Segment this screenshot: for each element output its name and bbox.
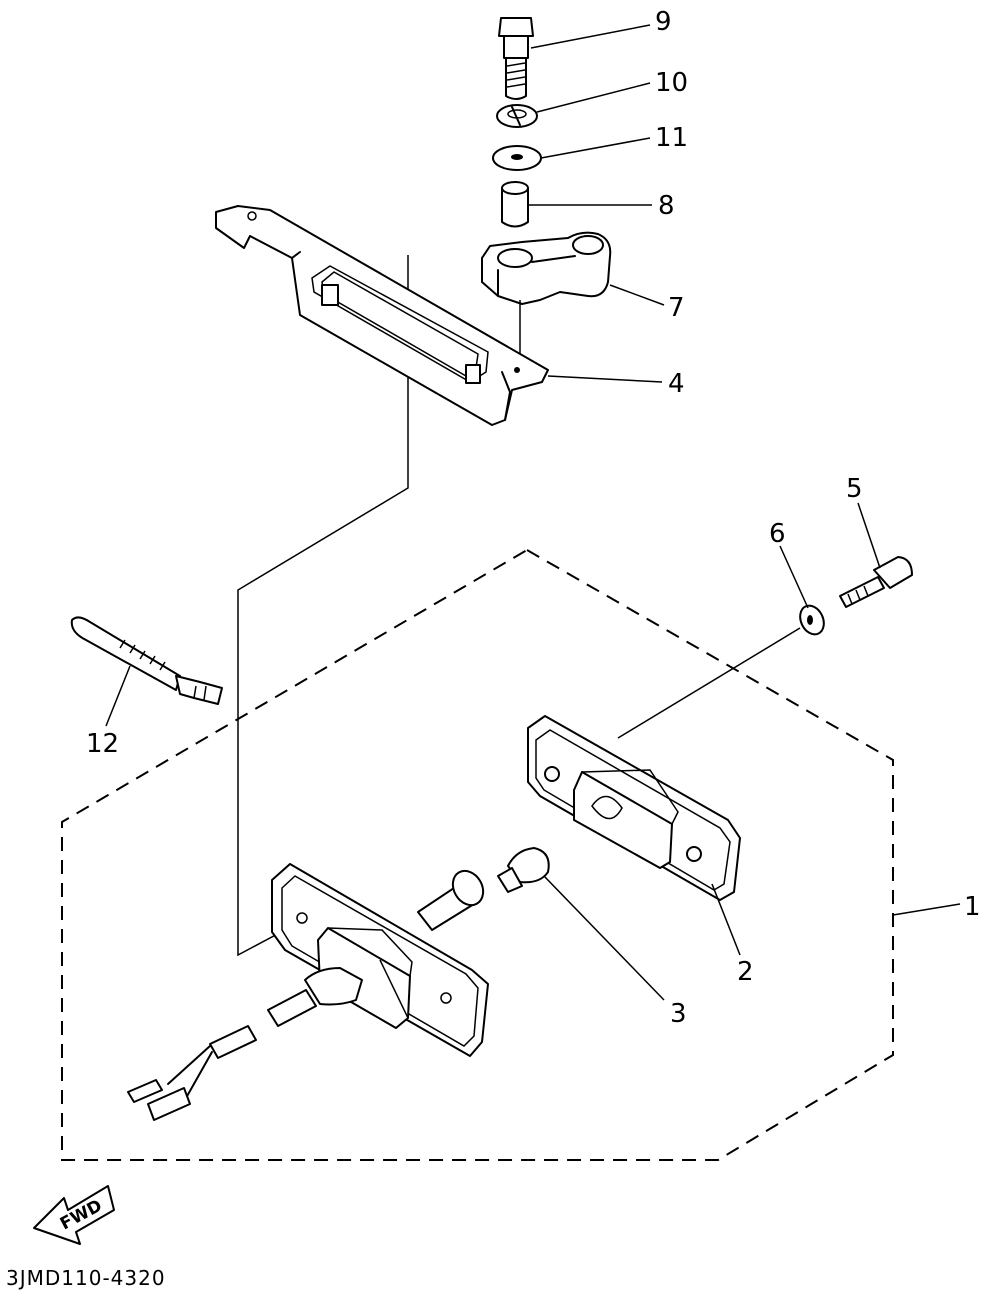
leader-6 [779,545,809,609]
lamp-housing-part [127,863,489,1121]
callout-1: 1 [964,892,981,922]
guide-line [237,255,409,957]
leader-12 [105,665,131,727]
arm-part-7 [481,231,612,370]
callout-9: 9 [655,7,672,37]
callout-4: 4 [668,369,685,399]
lens-part-2 [527,715,741,901]
leader-4 [547,375,663,383]
bolt-part-9 [498,17,534,100]
bulb-part-3 [497,847,550,893]
callout-3: 3 [670,999,687,1029]
bracket-part-4 [215,205,549,426]
leader-5 [857,502,881,569]
callout-5: 5 [846,474,863,504]
screw-part-5 [839,556,913,608]
leader-10 [536,82,651,113]
washer-part-6 [617,604,825,739]
leader-9 [530,24,651,49]
leader-1 [892,903,961,916]
cable-tie-part-12 [70,616,223,705]
leader-lines [105,24,961,1001]
leader-3 [543,875,665,1001]
callout-2: 2 [737,957,754,987]
lock-washer-part-10 [496,104,538,128]
washer-part-11 [492,145,542,171]
assembly-outline [61,548,894,1161]
callout-7: 7 [668,293,685,323]
drawing-code: 3JMD110-4320 [6,1266,166,1290]
callout-12: 12 [86,729,119,759]
leader-2 [711,883,741,956]
leader-11 [540,137,651,159]
leader-7 [609,284,665,306]
callout-8: 8 [658,191,675,221]
fwd-arrow-icon: FWD [33,1185,115,1245]
callout-6: 6 [769,519,786,549]
collar-part-8 [501,181,529,228]
callout-11: 11 [655,123,688,153]
callout-10: 10 [655,68,688,98]
